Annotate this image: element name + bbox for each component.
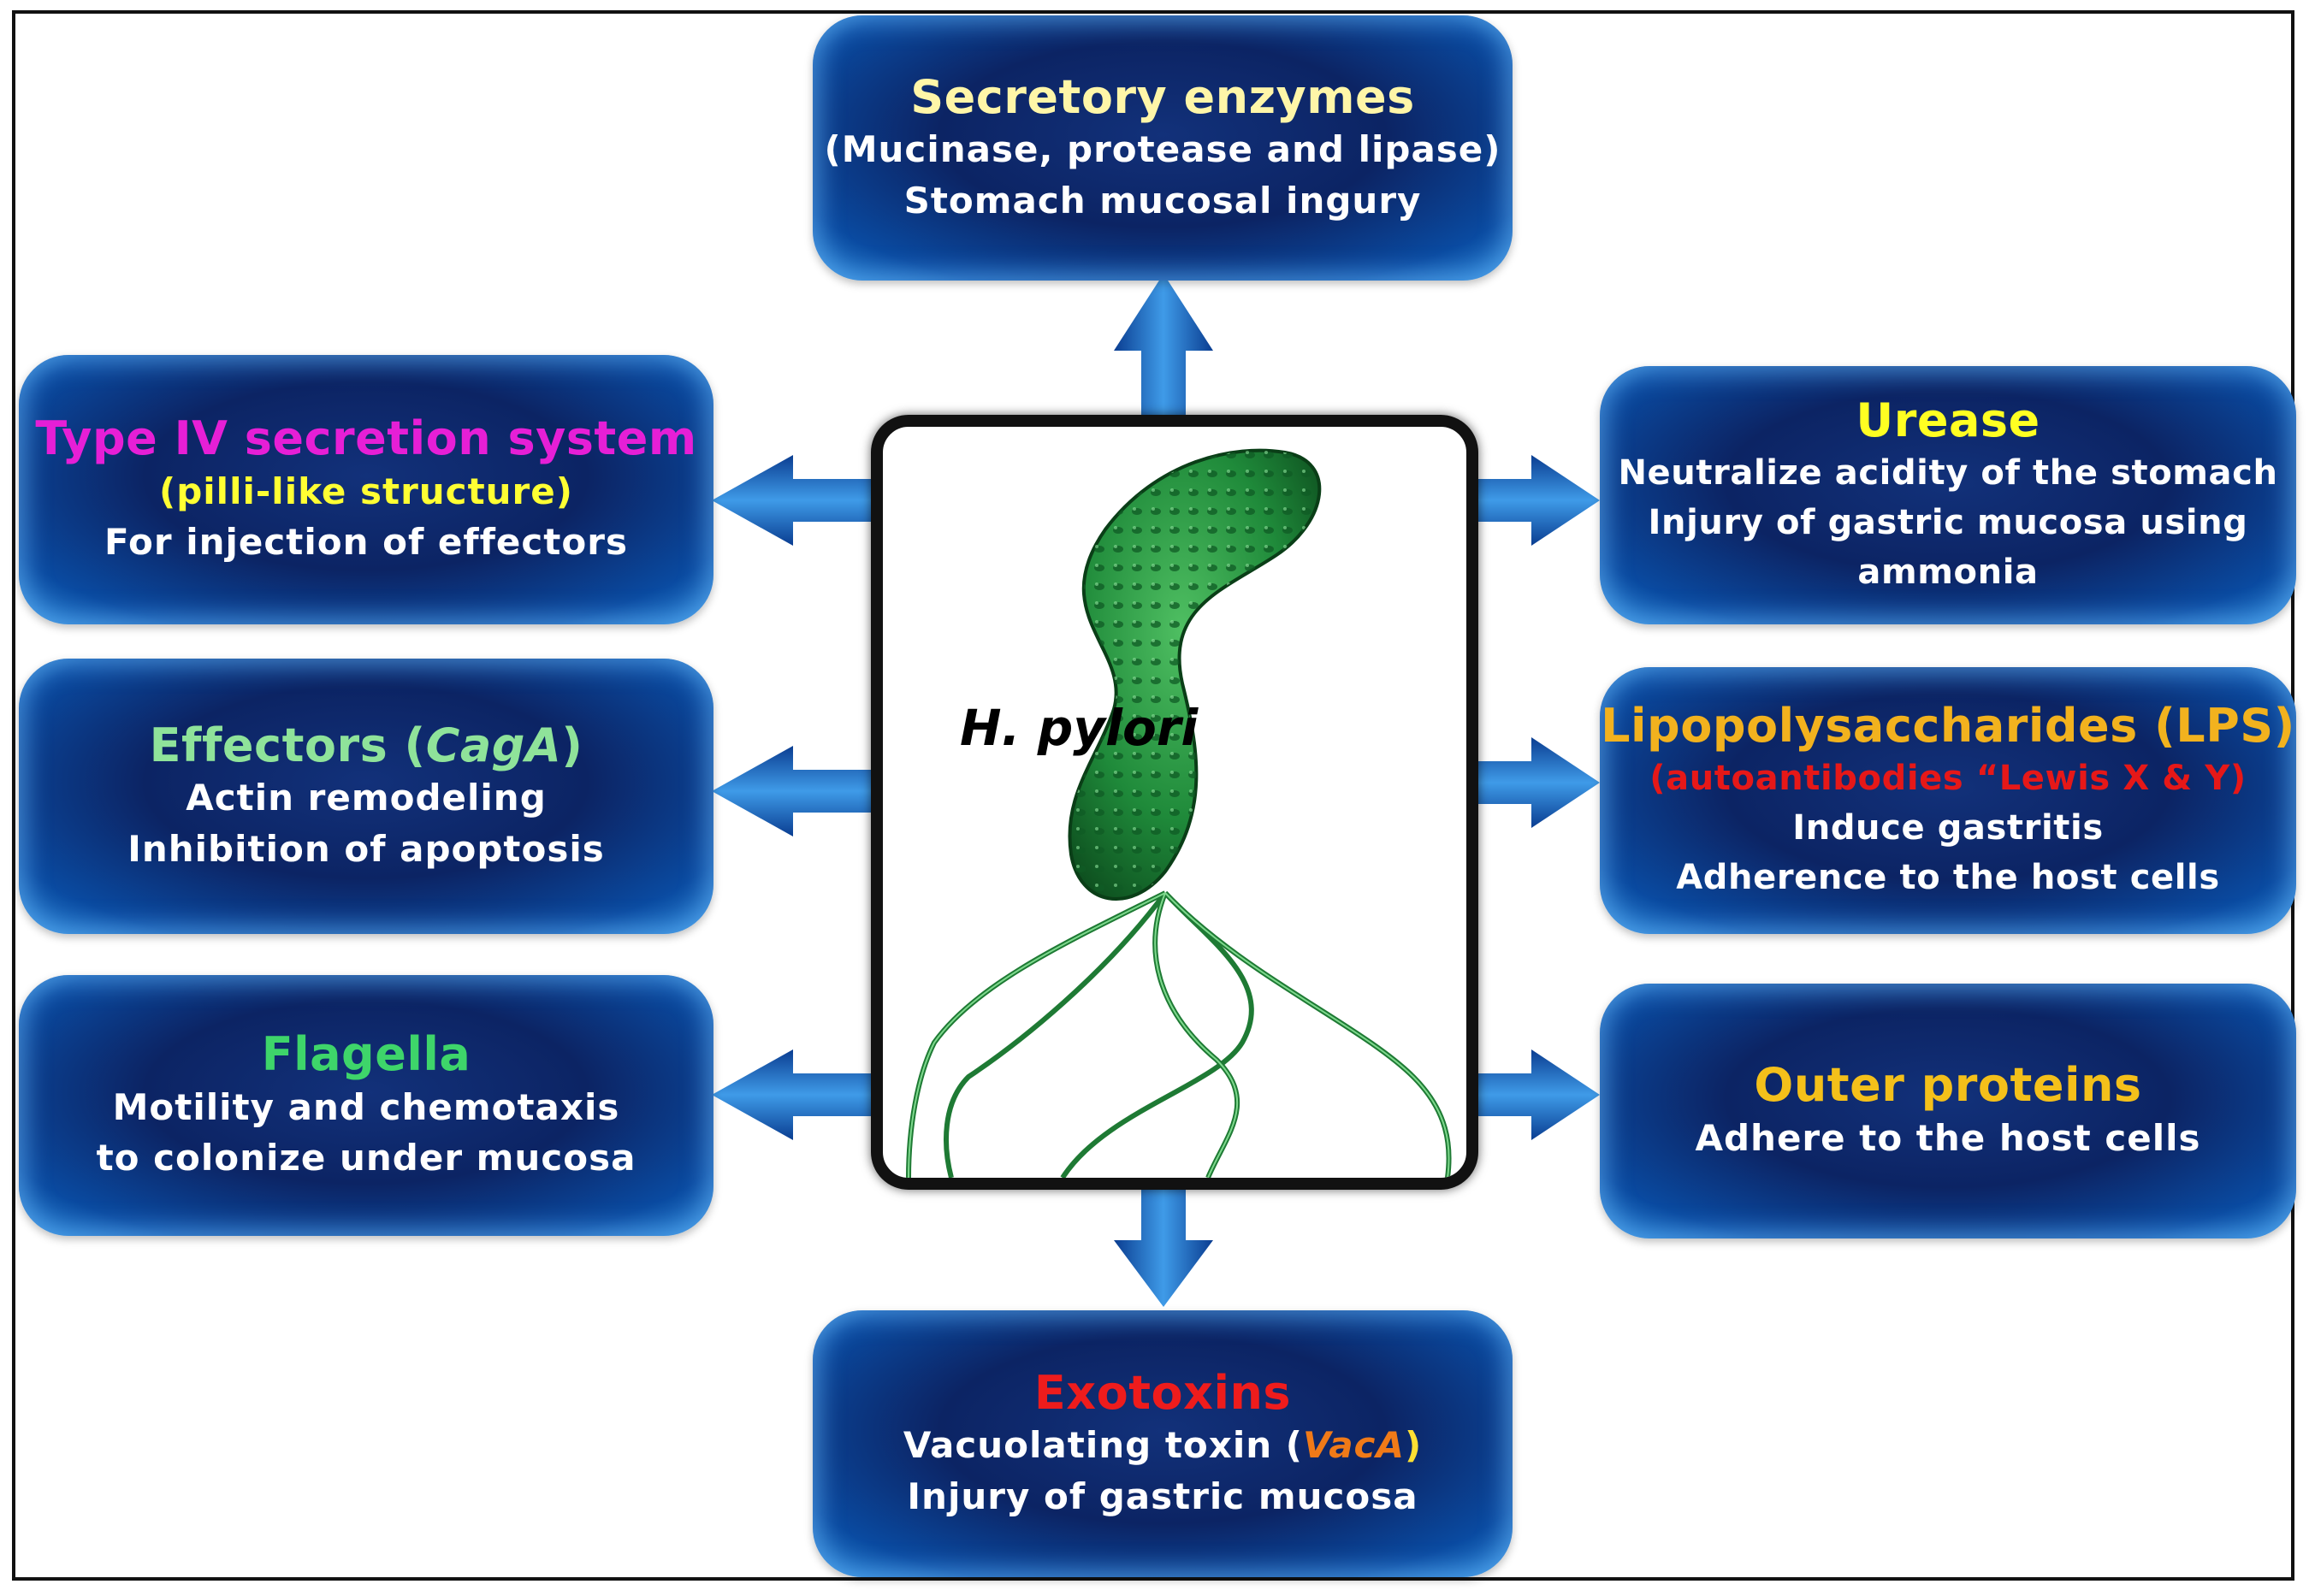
effectors-title-italic: CagA <box>425 718 562 772</box>
lps-title: Lipopolysaccharides (LPS) <box>1601 699 2295 754</box>
type4-title: Type IV secretion system <box>35 411 697 466</box>
outer-line1: Adhere to the host cells <box>1695 1117 2201 1160</box>
exotoxins-line1-post: ) <box>1404 1424 1423 1467</box>
arrow-up-to-secretory <box>1114 274 1213 415</box>
secretory-line2: Stomach mucosal ingury <box>903 179 1422 222</box>
box-urease: Urease Neutralize acidity of the stomach… <box>1600 366 2296 624</box>
effectors-title-post: ) <box>561 718 583 772</box>
h-pylori-label: H. pylori <box>960 699 1199 757</box>
box-effectors: Effectors (CagA) Actin remodeling Inhibi… <box>19 659 713 934</box>
box-flagella: Flagella Motility and chemotaxis to colo… <box>19 975 713 1236</box>
arrow-down-to-exotoxins <box>1114 1180 1213 1307</box>
urease-line1: Neutralize acidity of the stomach <box>1618 452 2278 493</box>
type4-line1: (pilli-like structure) <box>159 470 573 512</box>
effectors-title-pre: Effectors ( <box>149 718 426 772</box>
effectors-line1: Actin remodeling <box>186 777 547 819</box>
arrow-right-to-lps <box>1467 737 1600 828</box>
outer-title: Outer proteins <box>1754 1058 2142 1113</box>
lps-line2: Induce gastritis <box>1792 807 2104 848</box>
h-pylori-illustration: H. pylori <box>871 415 1478 1190</box>
box-outer-proteins: Outer proteins Adhere to the host cells <box>1600 984 2296 1238</box>
exotoxins-line1: Vacuolating toxin (VacA) <box>903 1420 1422 1471</box>
exotoxins-line1-italic: VacA <box>1302 1424 1405 1467</box>
flagella-title: Flagella <box>261 1027 471 1082</box>
arrow-left-to-flagella <box>712 1049 874 1140</box>
urease-line3: ammonia <box>1857 552 2039 592</box>
flagella-highlight <box>908 892 1450 1178</box>
exotoxins-title: Exotoxins <box>1033 1365 1292 1420</box>
exotoxins-line1-pre: Vacuolating toxin ( <box>903 1424 1303 1467</box>
effectors-line2: Inhibition of apoptosis <box>127 827 605 870</box>
box-type-iv-secretion: Type IV secretion system (pilli-like str… <box>19 355 713 624</box>
arrow-right-to-outer <box>1467 1049 1600 1140</box>
effectors-title: Effectors (CagA) <box>150 718 583 773</box>
flagella-line1: Motility and chemotaxis <box>112 1085 620 1128</box>
secretory-line1: (Mucinase, protease and lipase) <box>824 128 1501 171</box>
secretory-title: Secretory enzymes <box>910 69 1415 124</box>
flagella-strands <box>906 890 1452 1178</box>
type4-line2: For injection of effectors <box>104 521 628 564</box>
exotoxins-line2: Injury of gastric mucosa <box>907 1475 1418 1517</box>
bacterium-image <box>906 448 1452 1178</box>
arrow-left-to-effectors <box>712 746 874 836</box>
flagella-line2: to colonize under mucosa <box>96 1137 636 1179</box>
urease-line2: Injury of gastric mucosa using <box>1648 502 2248 542</box>
lps-line3: Adherence to the host cells <box>1676 857 2220 897</box>
urease-title: Urease <box>1856 393 2040 448</box>
arrow-right-to-urease <box>1467 455 1600 546</box>
box-exotoxins: Exotoxins Vacuolating toxin (VacA) Injur… <box>813 1310 1513 1577</box>
box-secretory-enzymes: Secretory enzymes (Mucinase, protease an… <box>813 15 1513 281</box>
arrow-left-to-type4 <box>712 455 874 546</box>
lps-line1: (autoantibodies “Lewis X & Y) <box>1649 758 2247 798</box>
box-lipopolysaccharides: Lipopolysaccharides (LPS) (autoantibodie… <box>1600 667 2296 934</box>
